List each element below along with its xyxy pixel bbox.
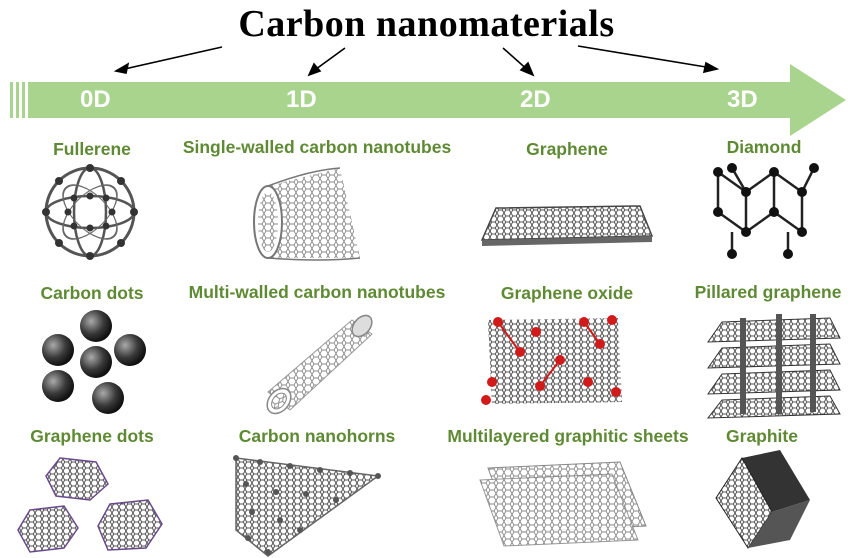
label-nanohorns: Carbon nanohorns: [238, 426, 396, 446]
label-carbon-dots: Carbon dots: [40, 283, 144, 303]
label-diamond: Diamond: [726, 137, 802, 157]
diamond-figure: [713, 163, 819, 259]
label-graphene-dots: Graphene dots: [30, 426, 154, 446]
diagram-title: Carbon nanomaterials: [238, 3, 615, 45]
label-graphene-oxide: Graphene oxide: [500, 283, 634, 303]
label-mwcnt: Multi-walled carbon nanotubes: [188, 282, 446, 302]
pillared-graphene-figure: [706, 314, 841, 419]
dimension-label-3d: 3D: [727, 86, 758, 113]
graphite-figure: [715, 450, 810, 549]
dimension-arrow: [10, 64, 846, 136]
label-swcnt: Single-walled carbon nanotubes: [182, 137, 452, 157]
label-graphite: Graphite: [726, 426, 798, 446]
label-graphitic-sheets: Multilayered graphitic sheets: [447, 426, 689, 446]
swcnt-figure: [253, 167, 361, 261]
dimension-label-0d: 0D: [80, 86, 111, 113]
carbon-dots-figure: [42, 310, 146, 414]
nanohorns-figure: [233, 455, 381, 557]
label-graphene: Graphene: [526, 139, 608, 159]
pointer-arrow-3d: [577, 45, 713, 69]
dimension-label-1d: 1D: [286, 86, 317, 113]
graphene-dots-figure: [17, 457, 163, 553]
dimension-label-2d: 2D: [520, 86, 551, 113]
graphene-oxide-figure: [481, 315, 622, 405]
fullerene-figure: [42, 164, 138, 260]
pointer-arrows: [113, 45, 720, 77]
mwcnt-figure: [266, 314, 373, 415]
graphene-figure: [480, 205, 654, 246]
label-fullerene: Fullerene: [53, 139, 131, 159]
label-pillared-graphene: Pillared graphene: [694, 282, 842, 302]
pointer-arrow-0d: [119, 46, 223, 71]
graphitic-sheets-figure: [479, 461, 647, 547]
